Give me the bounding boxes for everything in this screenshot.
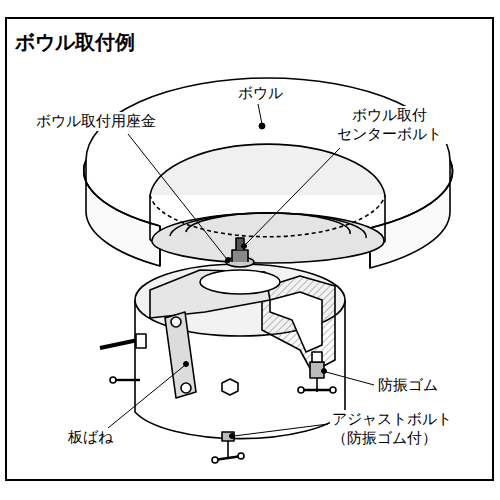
leader-line xyxy=(108,104,374,439)
bowl xyxy=(84,78,453,268)
frame xyxy=(6,18,493,480)
adjust-bolt xyxy=(212,432,244,463)
part-label: ボウル取付 センターボルト xyxy=(330,106,448,144)
part-label: ボウル xyxy=(236,84,285,103)
part-label: アジャストボルト （防振ゴム付） xyxy=(330,410,463,448)
cutaway-section xyxy=(262,276,335,372)
diagram-title: ボウル取付例 xyxy=(12,30,138,55)
part-label: 板ばね xyxy=(66,428,115,447)
part-label: ボウル取付用座金 xyxy=(34,112,158,131)
center-bolt xyxy=(226,238,254,267)
part-label: 防振ゴム xyxy=(376,376,440,395)
leaf-spring xyxy=(165,312,196,398)
rubber-foot xyxy=(110,377,140,383)
rubber-foot xyxy=(298,352,336,393)
